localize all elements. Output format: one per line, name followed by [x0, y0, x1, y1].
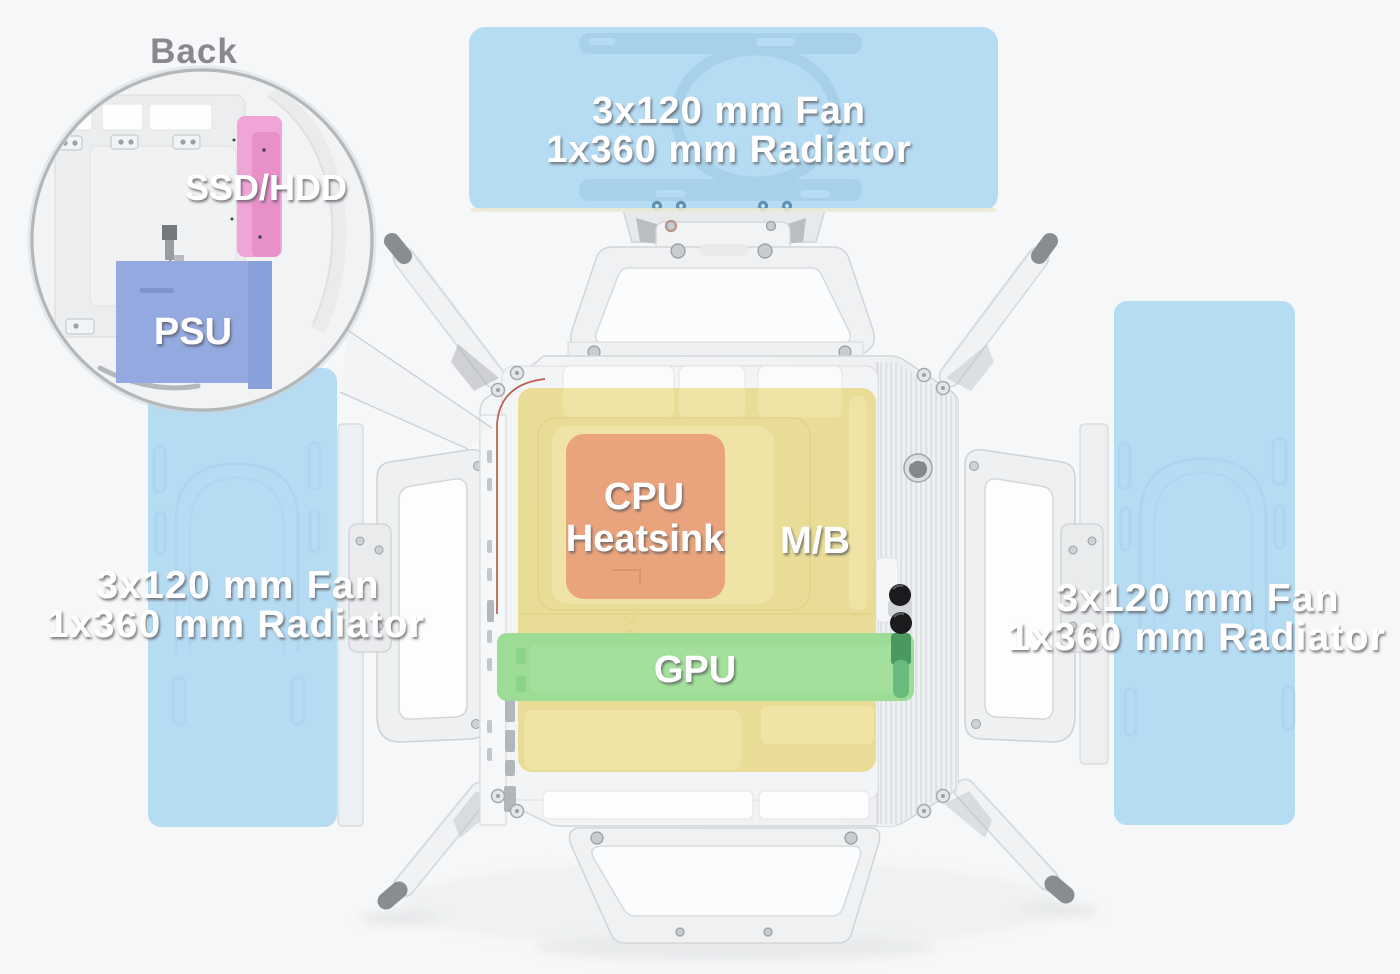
svg-text:Heatsink: Heatsink [566, 518, 725, 560]
svg-text:1x360 mm Radiator: 1x360 mm Radiator [47, 603, 425, 646]
svg-text:1x360 mm Radiator: 1x360 mm Radiator [546, 129, 912, 171]
svg-text:GPU: GPU [654, 649, 736, 691]
svg-text:M/B: M/B [780, 520, 850, 562]
svg-text:CPU: CPU [604, 476, 684, 518]
svg-text:SSD/HDD: SSD/HDD [185, 167, 347, 208]
svg-text:3x120 mm Fan: 3x120 mm Fan [592, 90, 866, 132]
svg-text:Back: Back [150, 32, 238, 71]
svg-text:PSU: PSU [154, 311, 232, 353]
svg-text:3x120 mm Fan: 3x120 mm Fan [96, 564, 379, 607]
svg-text:1x360 mm Radiator: 1x360 mm Radiator [1008, 616, 1386, 659]
svg-text:3x120 mm Fan: 3x120 mm Fan [1056, 577, 1339, 620]
